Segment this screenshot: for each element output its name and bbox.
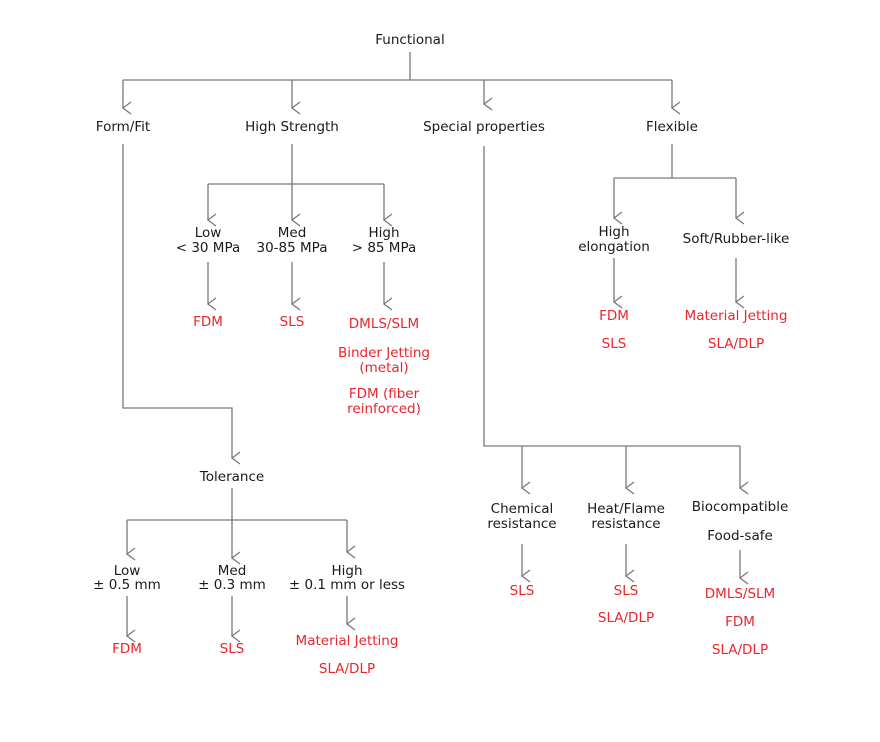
node-chemical-resistance: Chemical: [491, 501, 554, 517]
tech-strength-high-binder: Binder Jetting: [338, 345, 430, 361]
node-special-properties: Special properties: [423, 119, 545, 135]
node-tolerance-high-range: ± 0.1 mm or less: [289, 577, 405, 593]
tech-elongation-fdm: FDM: [599, 308, 629, 324]
node-food-safe: Food-safe: [707, 528, 773, 544]
tech-heat-sls: SLS: [614, 583, 639, 599]
tech-bio-dmls: DMLS/SLM: [705, 586, 775, 602]
node-tolerance-high: High: [331, 563, 362, 579]
node-tolerance-med-range: ± 0.3 mm: [198, 577, 266, 593]
node-biocompatible: Biocompatible: [692, 499, 789, 515]
node-heat-flame-resistance-sub: resistance: [591, 516, 660, 532]
connectors: [123, 52, 740, 636]
tech-tolerance-high-sla-dlp: SLA/DLP: [319, 661, 375, 677]
tech-soft-sla-dlp: SLA/DLP: [708, 336, 764, 352]
tech-tolerance-low-fdm: FDM: [112, 641, 142, 657]
node-tolerance: Tolerance: [199, 469, 264, 485]
tech-chemical-sls: SLS: [510, 583, 535, 599]
tech-tolerance-high-material-jetting: Material Jetting: [296, 633, 399, 649]
node-flexible: Flexible: [646, 119, 698, 135]
node-chemical-resistance-sub: resistance: [487, 516, 556, 532]
node-strength-med-range: 30-85 MPa: [257, 240, 328, 256]
node-strength-med: Med: [278, 225, 307, 241]
tech-strength-high-binder-sub: (metal): [359, 360, 408, 376]
tech-elongation-sls: SLS: [602, 336, 627, 352]
tech-strength-med-sls: SLS: [280, 314, 305, 330]
tech-strength-low-fdm: FDM: [193, 314, 223, 330]
node-tolerance-low: Low: [114, 563, 141, 579]
tech-strength-high-fdm-fiber-sub: reinforced): [347, 401, 421, 417]
tech-soft-material-jetting: Material Jetting: [685, 308, 788, 324]
tech-strength-high-dmls: DMLS/SLM: [349, 316, 419, 332]
node-high-elongation-sub: elongation: [578, 239, 650, 255]
node-strength-high-range: > 85 MPa: [352, 240, 417, 256]
node-high-elongation: High: [598, 224, 629, 240]
node-high-strength: High Strength: [245, 119, 339, 135]
tech-tolerance-med-sls: SLS: [220, 641, 245, 657]
node-soft-rubber: Soft/Rubber-like: [683, 231, 790, 247]
tech-heat-sla-dlp: SLA/DLP: [598, 610, 654, 626]
node-strength-low: Low: [195, 225, 222, 241]
node-tolerance-low-range: ± 0.5 mm: [93, 577, 161, 593]
node-tolerance-med: Med: [218, 563, 247, 579]
node-heat-flame-resistance: Heat/Flame: [587, 501, 665, 517]
tech-strength-high-fdm-fiber: FDM (fiber: [349, 386, 420, 402]
node-strength-low-range: < 30 MPa: [176, 240, 241, 256]
tech-bio-sla-dlp: SLA/DLP: [712, 642, 768, 658]
node-strength-high: High: [368, 225, 399, 241]
root-node: Functional: [375, 32, 444, 48]
node-form-fit: Form/Fit: [96, 119, 150, 135]
tech-bio-fdm: FDM: [725, 614, 755, 630]
